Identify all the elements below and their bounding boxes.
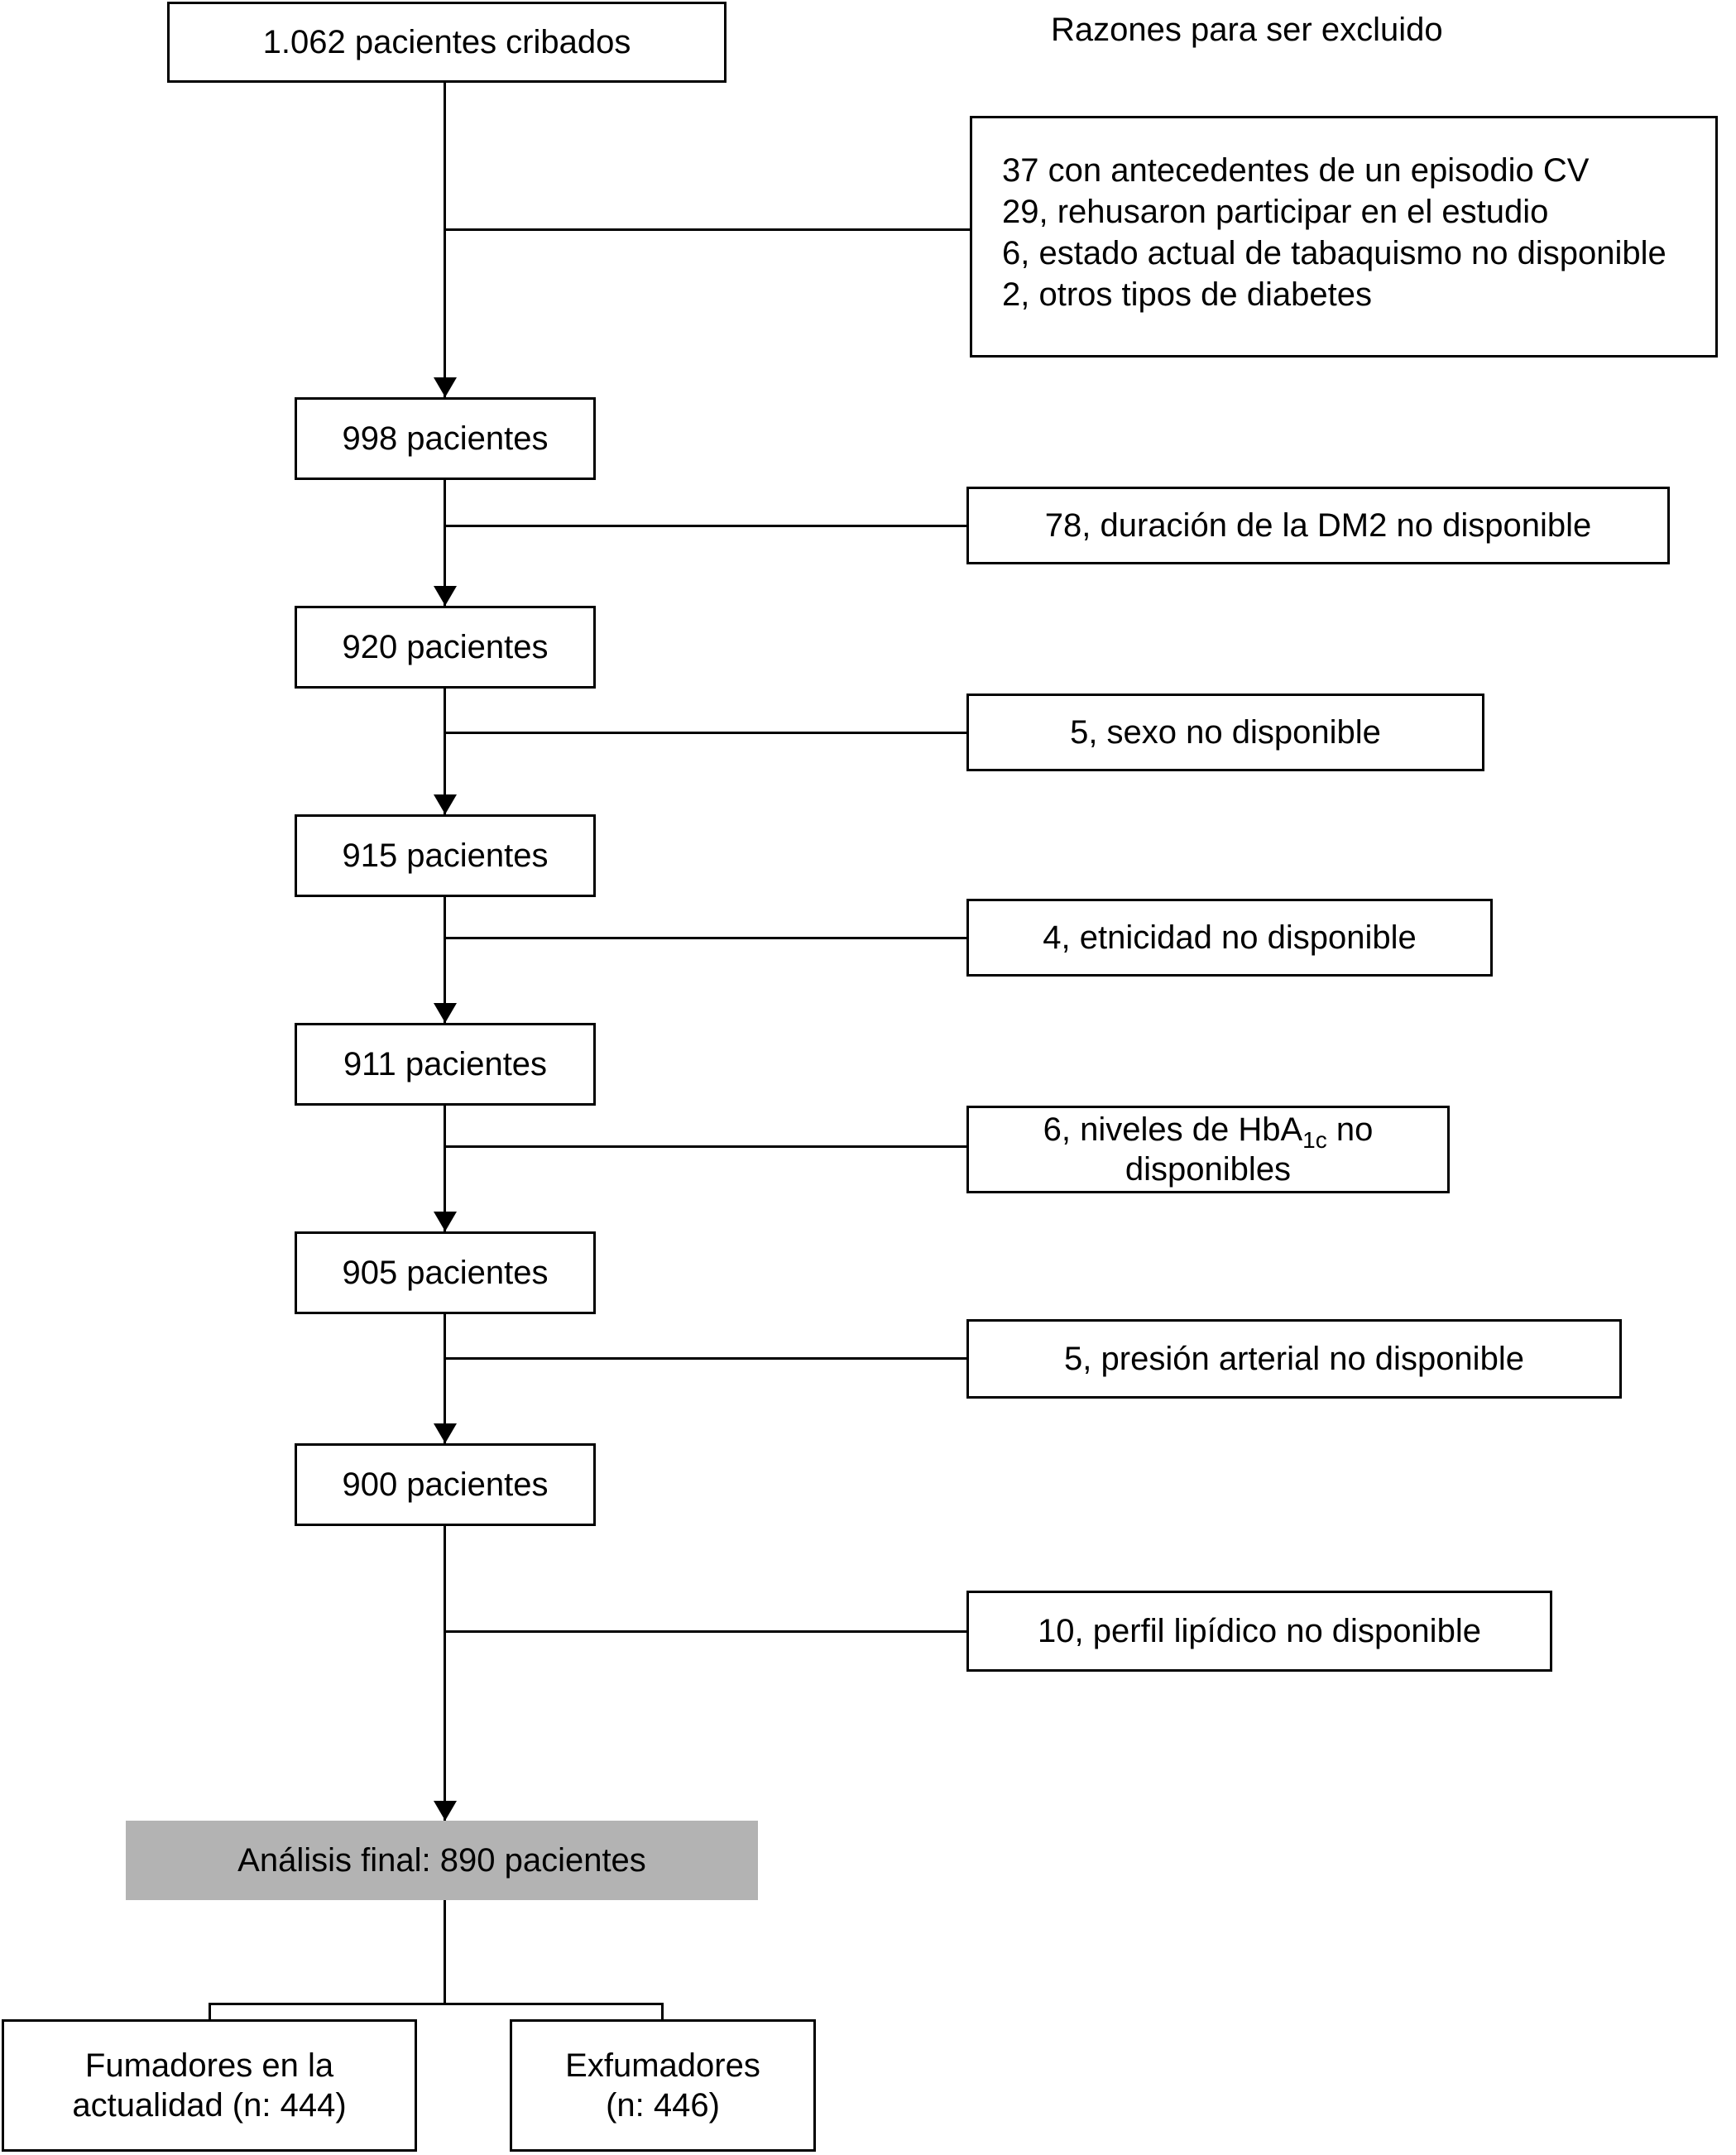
patient-count-box-920: 920 pacientes [295, 606, 596, 689]
branch-line-perfil [444, 1630, 969, 1633]
arrow-down-icon [434, 1212, 457, 1231]
branch-line-presion [444, 1357, 969, 1360]
branch-line-dm2 [444, 525, 969, 527]
outcome-box-ex-smokers: Exfumadores (n: 446) [510, 2019, 816, 2152]
exclusion-box-dm2: 78, duración de la DM2 no disponible [966, 487, 1670, 564]
exclusion-line: 6, estado actual de tabaquismo no dispon… [1002, 235, 1666, 271]
split-horizontal-line [209, 2003, 664, 2005]
exclusion-line: 29, rehusaron participar en el estudio [1002, 194, 1549, 230]
exclusion-box-etnicidad: 4, etnicidad no disponible [966, 899, 1493, 977]
final-analysis-box: Análisis final: 890 pacientes [126, 1821, 758, 1900]
arrow-down-icon [434, 1003, 457, 1023]
exclusion-line: 37 con antecedentes de un episodio CV [1002, 152, 1590, 189]
arrow-down-icon [434, 586, 457, 606]
exclusion-box-presion: 5, presión arterial no disponible [966, 1319, 1622, 1399]
arrow-down-icon [434, 1423, 457, 1443]
branch-line-hba1c [444, 1145, 969, 1148]
exclusion-hba1c-text: 6, niveles de HbA1c no disponibles [1043, 1111, 1374, 1188]
main-flow-line [444, 83, 446, 1821]
split-stem-line [444, 1900, 446, 2003]
exclusion-box-sexo: 5, sexo no disponible [966, 694, 1484, 771]
branch-line-initial-exclusions [444, 228, 972, 231]
exclusion-box-hba1c: 6, niveles de HbA1c no disponibles [966, 1106, 1450, 1193]
patient-count-box-915: 915 pacientes [295, 814, 596, 897]
arrow-down-icon [434, 377, 457, 397]
arrow-down-icon [434, 1801, 457, 1821]
initial-exclusions-box: 37 con antecedentes de un episodio CV 29… [970, 116, 1718, 358]
outcome-box-current-smokers: Fumadores en la actualidad (n: 444) [2, 2019, 417, 2152]
hba1c-subscript: 1c [1302, 1127, 1327, 1153]
exclusion-box-perfil: 10, perfil lipídico no disponible [966, 1591, 1552, 1672]
patient-count-box-998: 998 pacientes [295, 397, 596, 480]
branch-line-sexo [444, 732, 969, 734]
exclusion-line: 2, otros tipos de diabetes [1002, 276, 1372, 313]
arrow-down-icon [434, 794, 457, 814]
exclusion-reasons-title: Razones para ser excluido [1051, 12, 1443, 48]
patient-count-box-905: 905 pacientes [295, 1231, 596, 1314]
patient-count-box-900: 900 pacientes [295, 1443, 596, 1526]
screened-patients-box: 1.062 pacientes cribados [167, 2, 727, 83]
branch-line-etnicidad [444, 937, 969, 939]
patient-count-box-911: 911 pacientes [295, 1023, 596, 1106]
split-right-stub-line [661, 2003, 664, 2019]
split-left-stub-line [209, 2003, 211, 2019]
